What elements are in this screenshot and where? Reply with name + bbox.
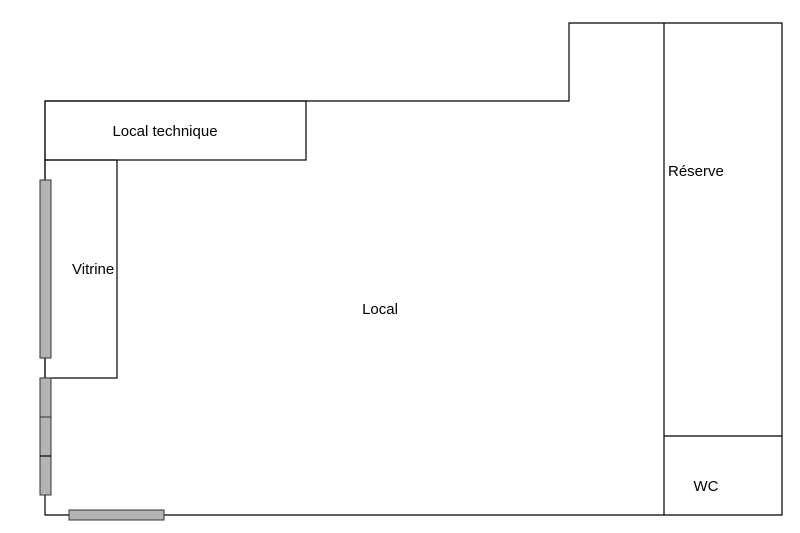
- label-local-technique: Local technique: [112, 123, 217, 140]
- window-bottom: [68, 509, 165, 521]
- label-wc: WC: [694, 478, 719, 495]
- label-vitrine: Vitrine: [72, 261, 114, 278]
- room-local-technique: [44, 100, 307, 161]
- label-reserve: Réserve: [668, 163, 724, 180]
- window-left-upper: [39, 377, 52, 418]
- label-local: Local: [362, 301, 398, 318]
- outer-wall: [44, 22, 783, 516]
- window-vitrine: [39, 179, 52, 359]
